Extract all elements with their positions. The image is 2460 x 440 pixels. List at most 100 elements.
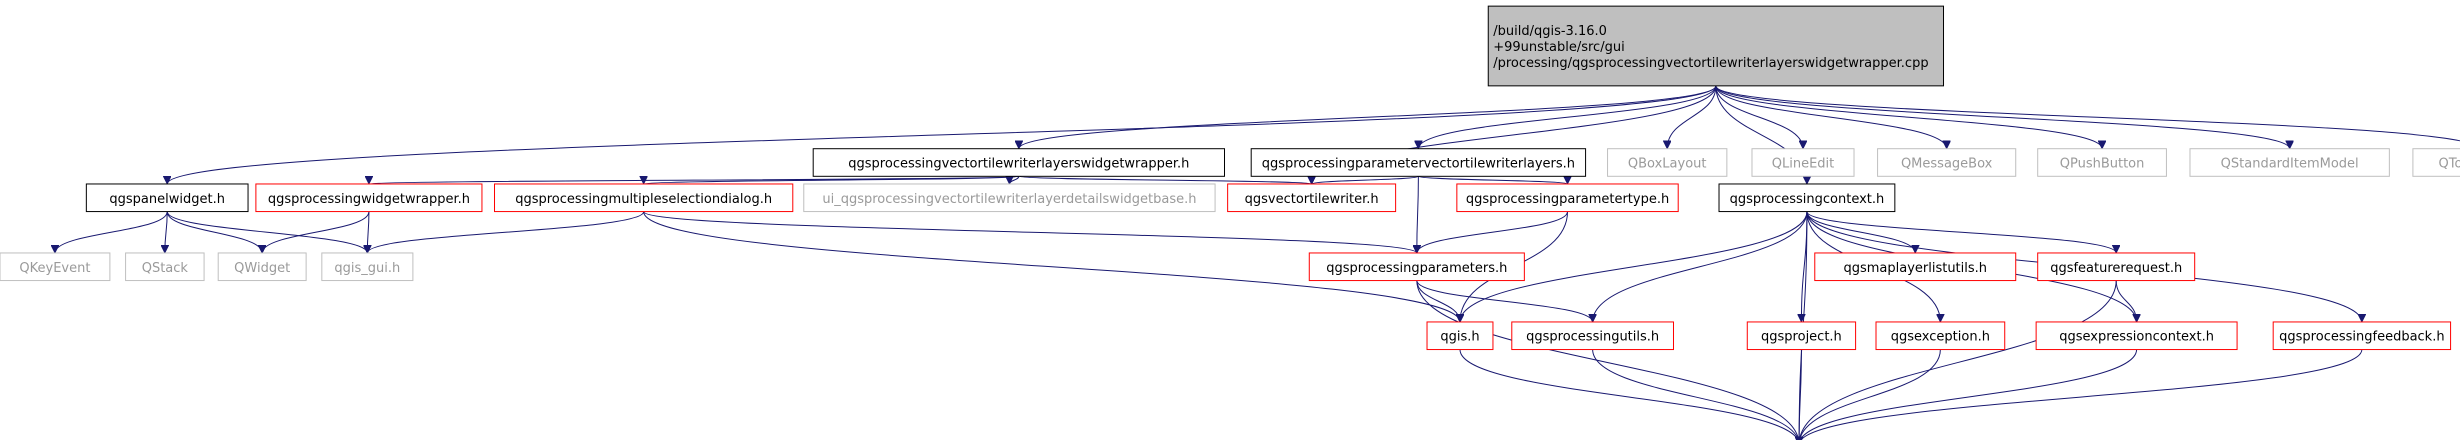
node-panelwidget_h[interactable]: qgspanelwidget.h bbox=[85, 183, 249, 213]
node-qwidget: QWidget bbox=[217, 252, 307, 282]
edge-utils_h-to-qgis_core_h bbox=[1592, 349, 1799, 440]
node-root[interactable]: /build/qgis-3.16.0+99unstable/src/gui/pr… bbox=[1487, 5, 1945, 87]
edge-widgetwrapper_h-to-qgis_gui_h bbox=[367, 211, 369, 253]
node-box bbox=[1877, 148, 2017, 177]
node-box bbox=[1746, 321, 1857, 351]
node-maplayerlistutils_h[interactable]: qgsmaplayerlistutils.h bbox=[1814, 252, 2017, 282]
node-label: QWidget bbox=[234, 261, 290, 276]
node-box bbox=[85, 183, 249, 213]
edge-root-to-wrapper_h bbox=[1019, 85, 1717, 150]
edge-root-to-qtoolbutton bbox=[1715, 85, 2460, 142]
node-featurerequest_h[interactable]: qgsfeaturerequest.h bbox=[2037, 252, 2196, 282]
node-box bbox=[812, 148, 1226, 177]
edge-widgetwrapper_h-to-qwidget bbox=[262, 211, 370, 254]
edge-multisel_h-to-parameters_h bbox=[643, 211, 1417, 254]
node-box bbox=[494, 183, 794, 213]
node-label: QPushButton bbox=[2060, 157, 2145, 172]
edge-panelwidget_h-to-qgis_gui_h bbox=[166, 211, 367, 254]
node-context_h[interactable]: qgsprocessingcontext.h bbox=[1718, 183, 1896, 213]
node-label: qgspanelwidget.h bbox=[109, 192, 225, 207]
node-vectortilewriter_h[interactable]: qgsvectortilewriter.h bbox=[1227, 183, 1397, 213]
node-box bbox=[1511, 321, 1674, 351]
node-box bbox=[1426, 321, 1494, 351]
node-label: QToolButton bbox=[2439, 157, 2460, 172]
node-box bbox=[1227, 183, 1397, 213]
node-box bbox=[2189, 148, 2390, 177]
edge-context_h-to-qgis_h bbox=[1460, 211, 1808, 322]
edge-wrapper_h-to-vectortilewriter_h bbox=[1018, 176, 1312, 185]
edge-qgis_h-to-qgis_core_h bbox=[1459, 349, 1799, 440]
edge-multisel_h-to-qgis_gui_h bbox=[367, 211, 645, 254]
edge-root-to-qboxlayout bbox=[1667, 85, 1717, 149]
node-box bbox=[1308, 252, 1525, 282]
node-qgis_h[interactable]: qgis.h bbox=[1426, 321, 1494, 351]
node-widgetwrapper_h[interactable]: qgsprocessingwidgetwrapper.h bbox=[255, 183, 483, 213]
node-box bbox=[1751, 148, 1855, 177]
edge-root-to-qmessagebox bbox=[1715, 85, 1947, 149]
edge-root-to-qstandarditemmodel bbox=[1715, 85, 2290, 149]
node-qkeyevent: QKeyEvent bbox=[0, 252, 111, 282]
node-label: QBoxLayout bbox=[1628, 157, 1707, 172]
node-box bbox=[803, 183, 1216, 213]
node-parameters_h[interactable]: qgsprocessingparameters.h bbox=[1308, 252, 1525, 282]
edge-panelwidget_h-to-qstack bbox=[165, 211, 167, 253]
node-label: qgsfeaturerequest.h bbox=[2050, 261, 2182, 276]
node-project_h[interactable]: qgsproject.h bbox=[1746, 321, 1857, 351]
node-label: QMessageBox bbox=[1901, 157, 1993, 172]
node-paramtype_h[interactable]: qgsprocessingparametertype.h bbox=[1456, 183, 1679, 213]
node-label: QLineEdit bbox=[1772, 157, 1835, 172]
node-box bbox=[321, 252, 414, 282]
edges-layer bbox=[55, 85, 2460, 440]
edge-multisel_h-to-qgis_h bbox=[643, 211, 1460, 322]
node-box bbox=[1718, 183, 1896, 213]
node-label: qgsprocessingparameters.h bbox=[1326, 261, 1507, 276]
node-label: qgis.h bbox=[1440, 330, 1479, 345]
node-exception_h[interactable]: qgsexception.h bbox=[1875, 321, 2006, 351]
node-box bbox=[217, 252, 307, 282]
node-label: QStack bbox=[142, 261, 189, 276]
node-qgis_gui_h: qgis_gui.h bbox=[321, 252, 414, 282]
node-box bbox=[255, 183, 483, 213]
node-ui_detail_h: ui_qgsprocessingvectortilewriterlayerdet… bbox=[803, 183, 1216, 213]
node-box bbox=[2035, 321, 2238, 351]
node-box bbox=[1456, 183, 1679, 213]
node-qlineedit: QLineEdit bbox=[1751, 148, 1855, 177]
node-qstandarditemmodel: QStandardItemModel bbox=[2189, 148, 2390, 177]
node-param_vtl_h[interactable]: qgsprocessingparametervectortilewriterla… bbox=[1250, 148, 1587, 177]
node-box bbox=[125, 252, 205, 282]
edge-paramtype_h-to-parameters_h bbox=[1417, 211, 1569, 254]
edge-root-to-qpushbutton bbox=[1715, 85, 2102, 149]
node-box bbox=[2272, 321, 2452, 351]
node-box bbox=[1487, 5, 1945, 87]
edge-feedback_h-to-qgis_core_h bbox=[1799, 349, 2363, 440]
node-multisel_h[interactable]: qgsprocessingmultipleselectiondialog.h bbox=[494, 183, 794, 213]
edge-exception_h-to-qgis_core_h bbox=[1799, 349, 1941, 440]
node-feedback_h[interactable]: qgsprocessingfeedback.h bbox=[2272, 321, 2452, 351]
node-label: /processing/qgsprocessingvectortilewrite… bbox=[1493, 56, 1928, 71]
edge-wrapper_h-to-multisel_h bbox=[644, 176, 1020, 185]
edge-root-to-qlineedit bbox=[1715, 85, 1803, 149]
edge-context_h-to-maplayerlistutils_h bbox=[1806, 211, 1915, 254]
node-box bbox=[1814, 252, 2017, 282]
node-qstack: QStack bbox=[125, 252, 205, 282]
edge-panelwidget_h-to-qwidget bbox=[166, 211, 262, 254]
node-qmessagebox: QMessageBox bbox=[1877, 148, 2017, 177]
node-label: qgsprocessingutils.h bbox=[1526, 330, 1659, 345]
node-label: qgsprocessingparametervectortilewriterla… bbox=[1262, 157, 1575, 172]
edge-context_h-to-utils_h bbox=[1593, 211, 1808, 322]
node-wrapper_h[interactable]: qgsprocessingvectortilewriterlayerswidge… bbox=[812, 148, 1226, 177]
node-box bbox=[1250, 148, 1587, 177]
node-label: qgsvectortilewriter.h bbox=[1245, 192, 1379, 207]
edge-context_h-to-featurerequest_h bbox=[1806, 211, 2116, 254]
node-label: qgsexception.h bbox=[1891, 330, 1990, 345]
node-label: qgsprocessingparametertype.h bbox=[1466, 192, 1669, 207]
nodes-layer: /build/qgis-3.16.0+99unstable/src/gui/pr… bbox=[0, 5, 2460, 351]
edge-root-to-panelwidget_h bbox=[167, 85, 1717, 185]
edge-exprcontext_h-to-qgis_core_h bbox=[1799, 349, 2138, 440]
node-label: ui_qgsprocessingvectortilewriterlayerdet… bbox=[822, 192, 1196, 207]
node-exprcontext_h[interactable]: qgsexpressioncontext.h bbox=[2035, 321, 2238, 351]
node-label: QKeyEvent bbox=[19, 261, 90, 276]
node-label: qgsprocessingwidgetwrapper.h bbox=[268, 192, 470, 207]
edge-featurerequest_h-to-exprcontext_h bbox=[2115, 280, 2136, 322]
node-utils_h[interactable]: qgsprocessingutils.h bbox=[1511, 321, 1674, 351]
